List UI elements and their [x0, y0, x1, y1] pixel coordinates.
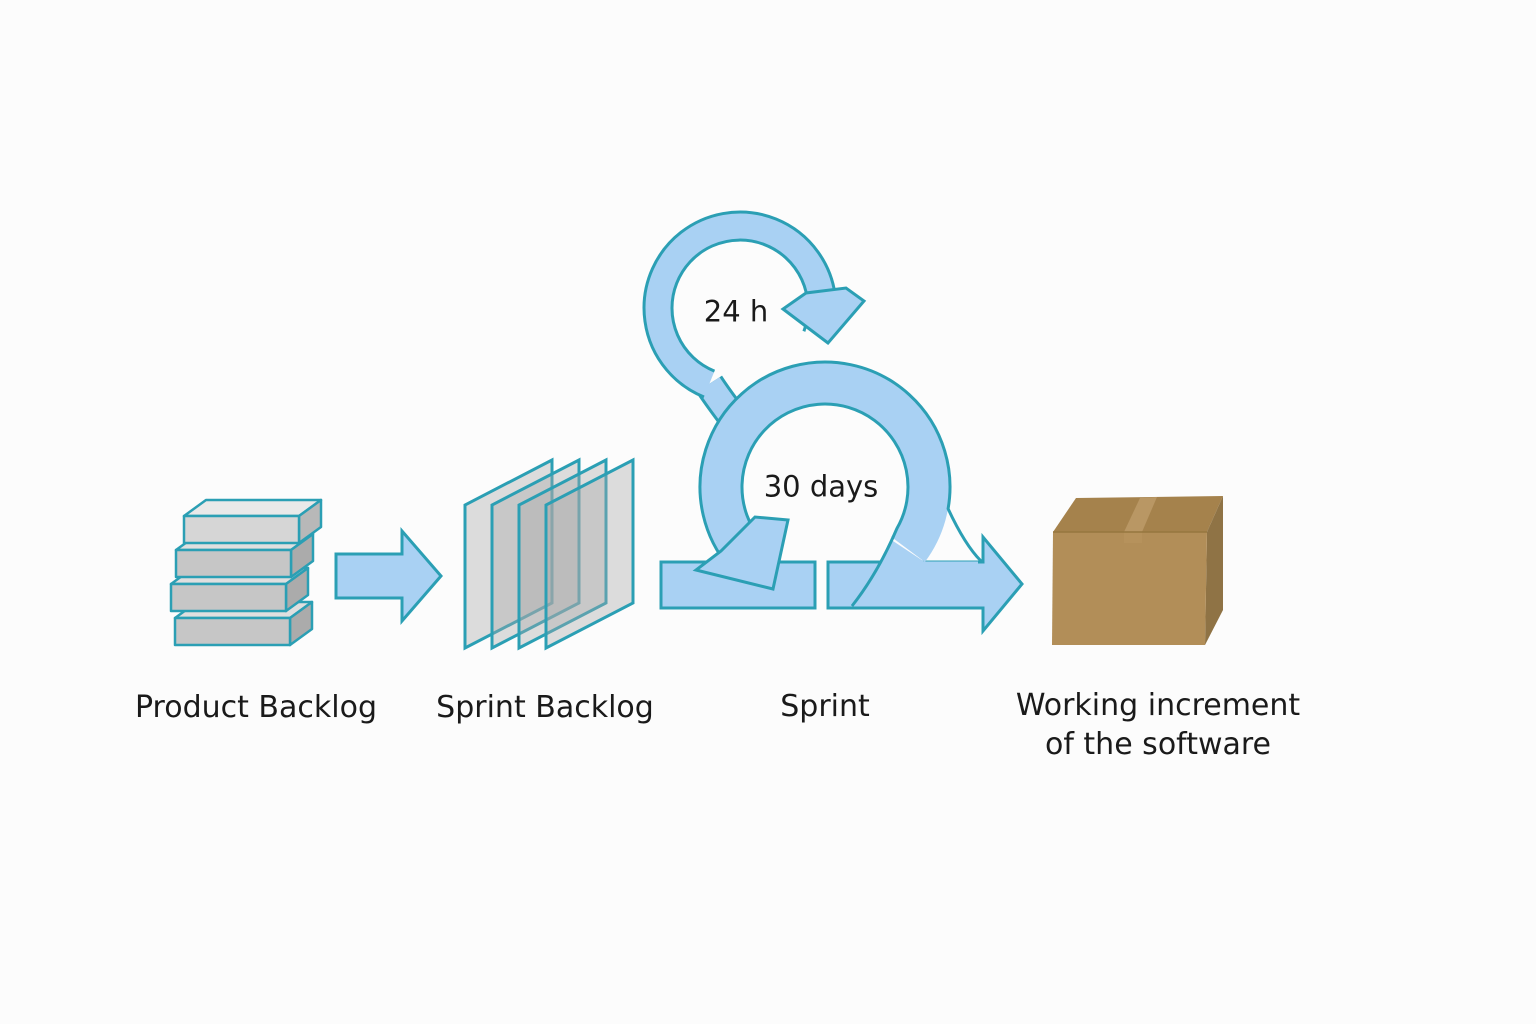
product-backlog-label: Product Backlog: [134, 690, 378, 725]
increment-label-line2: of the software: [1044, 727, 1272, 762]
daily-loop-outer-edge: [642, 210, 837, 399]
increment-box-front: [1052, 532, 1207, 645]
daily-loop-label: 24 h: [703, 294, 769, 329]
sprint-loop-label: 30 days: [763, 469, 879, 504]
sprint-loop-inner-edge: [740, 402, 910, 607]
sprint-backlog-panel: [517, 457, 608, 651]
sprint-backlog-panel: [463, 457, 554, 651]
flow-arrow-1-shape: [334, 526, 443, 626]
product-backlog-stack: [169, 498, 323, 647]
sprint-backlog-panel: [544, 457, 635, 651]
backlog-slab: [182, 498, 323, 545]
sprint-backlog-label: Sprint Backlog: [436, 690, 654, 725]
sprint-label: Sprint: [780, 689, 870, 724]
sprint-loop-band: [699, 361, 950, 568]
increment-box-side: [1205, 496, 1223, 645]
increment-label-line1: Working increment: [1015, 688, 1301, 723]
flow-arrow-1: [334, 526, 443, 626]
increment-label: Working increment of the software: [1016, 686, 1300, 764]
sprint-loop: [692, 360, 983, 607]
sprint-loop-outer-edge: [698, 360, 983, 569]
sprint-loop-exit-flare: [852, 540, 978, 606]
sprint-loop-arrowhead: [692, 515, 790, 591]
increment-box-tape-icon: [1124, 497, 1157, 532]
increment-box: [1052, 496, 1223, 645]
sprint-backlog-panels: [463, 457, 635, 651]
daily-loop-inner-edge: [670, 238, 810, 373]
increment-box-tape-flap: [1124, 532, 1142, 543]
sprint-backlog-panel: [490, 457, 581, 651]
daily-loop-arrowhead: [780, 286, 867, 346]
